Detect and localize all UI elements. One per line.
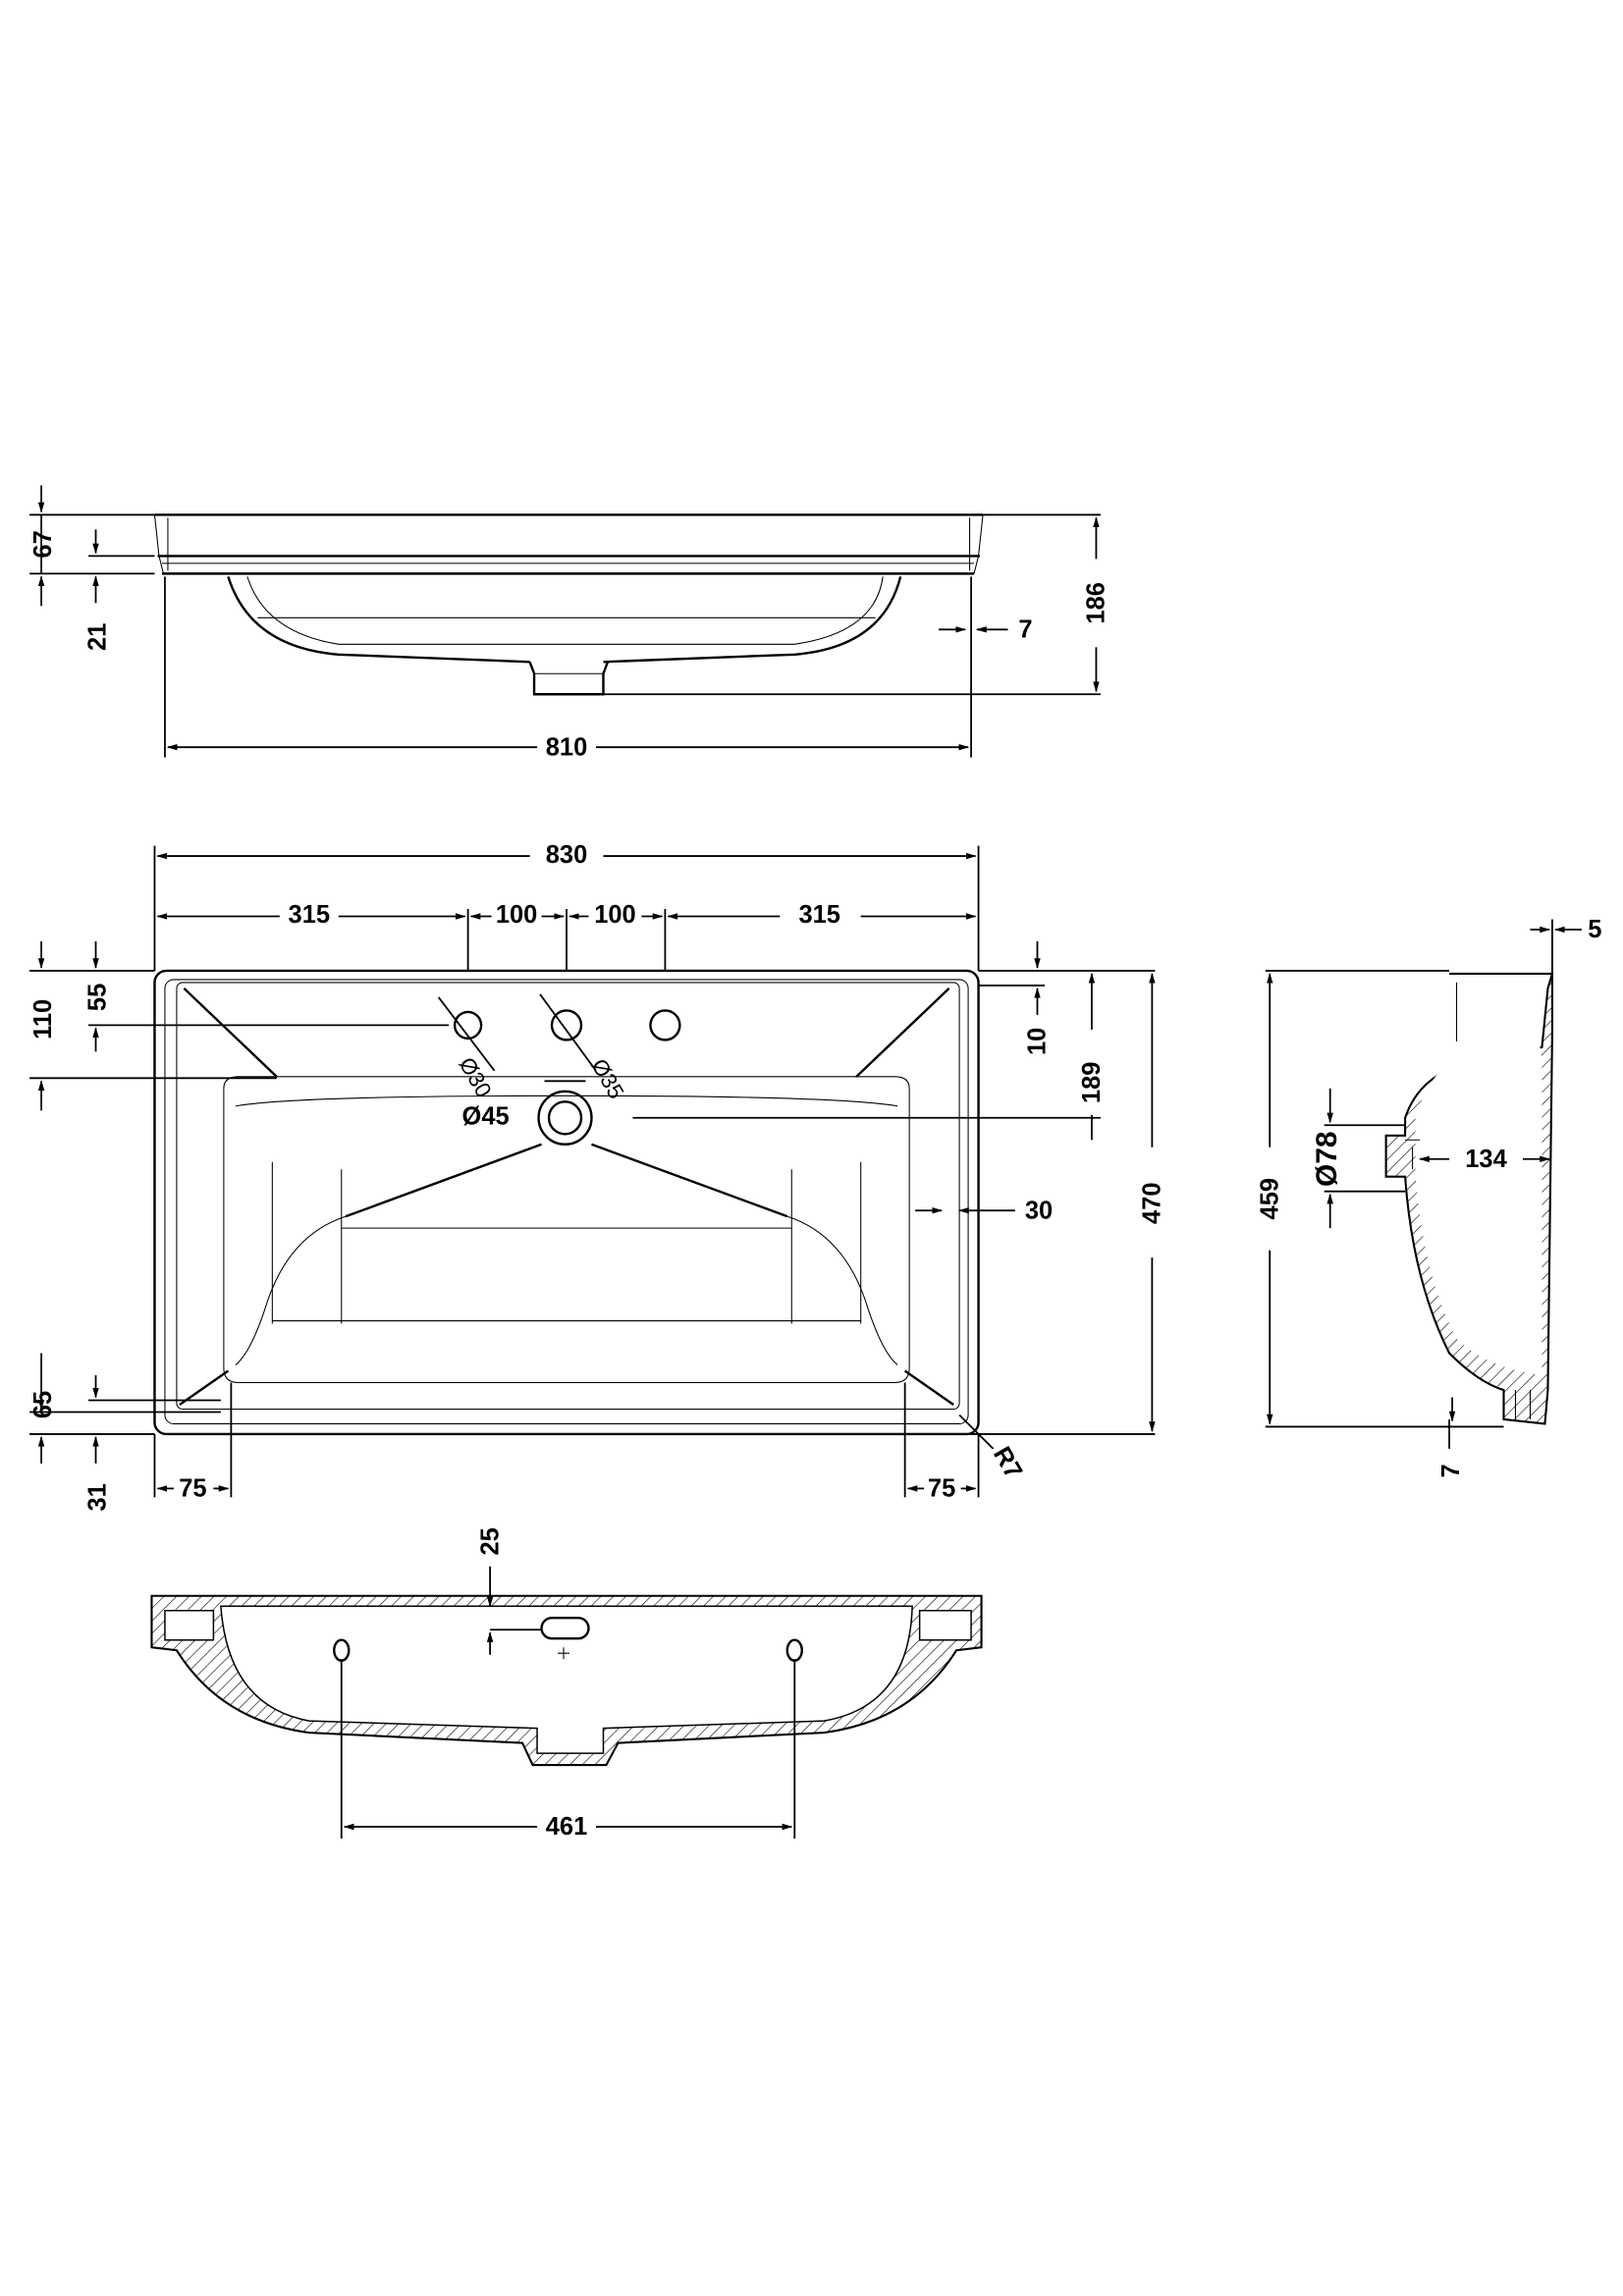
dim-rim-height: 67 <box>29 530 57 558</box>
dim-top-wall: 5 <box>1588 916 1601 943</box>
dim-tap-spacing-right: 100 <box>594 901 636 929</box>
underside-view: 25 461 <box>150 1527 983 1841</box>
plan-view: 830 315 100 100 315 110 55 10 189 470 30… <box>29 841 1166 1512</box>
dim-tap-hole-dia: Ø30 <box>455 1053 497 1101</box>
dim-wall-offset: 7 <box>1018 616 1032 644</box>
side-section: 459 Ø78 134 5 7 <box>1256 916 1601 1477</box>
dim-overall-depth: 470 <box>1139 1182 1166 1224</box>
front-elevation: 67 21 186 7 810 <box>29 485 1110 761</box>
dim-side-depth: 459 <box>1256 1178 1283 1220</box>
dim-bowl-depth: 134 <box>1465 1146 1507 1173</box>
dim-side-rim: 30 <box>1025 1197 1053 1224</box>
dim-width-810: 810 <box>546 733 588 761</box>
dim-overall-width: 830 <box>546 841 588 869</box>
dim-overflow-centre: 189 <box>1078 1062 1106 1104</box>
dim-rim-step: 21 <box>83 623 111 651</box>
dim-tap-right-offset: 315 <box>798 901 840 929</box>
dim-fixing-spacing: 461 <box>546 1813 588 1841</box>
dim-tap-left-offset: 315 <box>289 901 331 929</box>
dim-right-corner: 75 <box>928 1475 955 1503</box>
dim-front-ledge: 65 <box>29 1391 57 1418</box>
dim-waste-dia: Ø45 <box>462 1103 510 1131</box>
dim-front-rim: 31 <box>83 1483 111 1511</box>
dim-rim-inset: 10 <box>1024 1028 1052 1055</box>
dim-overflow-dia: Ø78 <box>1311 1131 1343 1187</box>
dim-tap-hole-centre: 55 <box>83 984 111 1011</box>
dim-overall-height: 186 <box>1083 582 1110 624</box>
dim-left-corner: 75 <box>179 1475 206 1503</box>
dim-overflow-offset: 25 <box>476 1527 504 1555</box>
dim-tap-spacing-left: 100 <box>496 901 537 929</box>
dim-bottom-wall: 7 <box>1437 1464 1465 1477</box>
dim-back-ledge: 110 <box>29 999 57 1040</box>
